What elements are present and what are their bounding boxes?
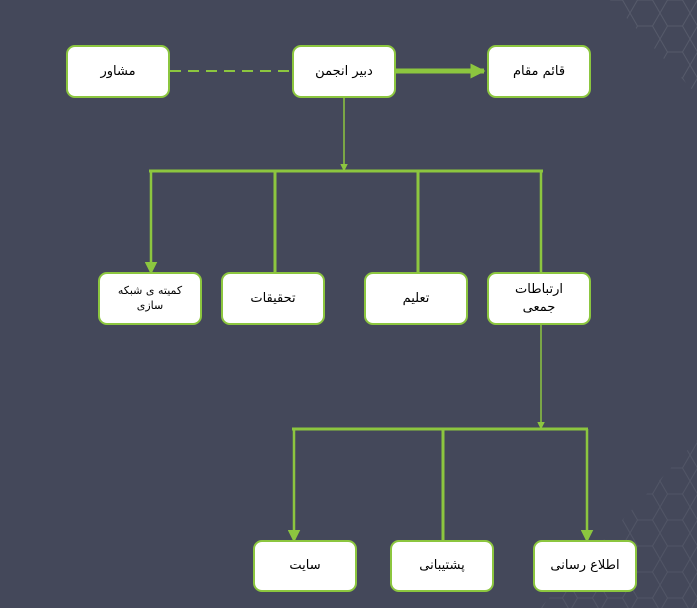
node-secretary-label: دبیر انجمن [315,63,373,79]
node-information: اطلاع رسانی [533,540,637,592]
node-advisor: مشاور [66,45,170,98]
node-network-committee: کمیته ی شبکه سازی [98,272,202,325]
node-research-label: تحقیقات [250,290,296,306]
node-public-relations: ارتباطات جمعی [487,272,591,325]
node-education: تعلیم [364,272,468,325]
node-support: پشتیبانی [390,540,494,592]
node-deputy: قائم مقام [487,45,591,98]
node-advisor-label: مشاور [100,63,136,79]
node-support-label: پشتیبانی [419,558,465,574]
top-right-hex-corner [610,0,697,95]
node-education-label: تعلیم [402,290,430,306]
node-network-committee-label: کمیته ی شبکه سازی [117,283,183,312]
node-site-label: سایت [289,558,321,574]
node-secretary: دبیر انجمن [292,45,396,98]
node-research: تحقیقات [221,272,325,325]
node-site: سایت [253,540,357,592]
node-information-label: اطلاع رسانی [550,558,620,574]
node-public-relations-label: ارتباطات جمعی [515,281,563,315]
node-deputy-label: قائم مقام [512,63,566,79]
